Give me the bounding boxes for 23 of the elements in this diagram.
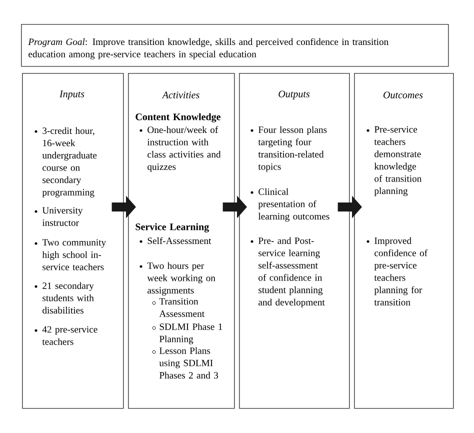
bullet-item: One-hour/week of instruction with class activities and quizzes [140,126,221,172]
bullet-item: Clinical presentation of learning outcomes [250,188,330,222]
bullet-item: Two hours per week working on assignments [140,262,216,296]
column-heading: Outputs [278,90,310,100]
bullet-item: Four lesson plans targeting four transition-related topics [250,126,327,172]
bullet-item: Improved confidence of pre-service teachers planning for transition [366,237,428,306]
bullet-item: Self-Assessment [140,237,212,244]
bullet-item: Pre- and Post-service learning self-assessment of confidence in student planning and development [250,237,325,308]
bullet-item: Pre-service teachers demonstrate knowledge of transition planning [366,126,422,196]
bullet-item: University instructor [34,207,83,226]
sub-bullet-item: SDLMI Phase 1 Planning [152,323,222,344]
section-heading: Content Knowledge [136,113,220,122]
column-heading: Activities [162,92,200,98]
section-heading: Service Learning [136,223,209,232]
sub-bullet-item: Transition Assessment [152,298,204,317]
bullet-item: 42 pre-service teachers [34,326,98,345]
sub-bullet-item: Lesson Plans using SDLMI Phases 2 and 3 [152,347,218,379]
bullet-item: 21 secondary students with disabilities [34,282,94,314]
column-heading: Inputs [59,90,84,100]
bullet-item: Two community high school in-service teachers [34,239,106,270]
goal-text: Program Goal: Improve transition knowledge, skills and perceived confidence in transition education among pre-service teachers in special education [28,38,388,60]
column-heading: Outcomes [384,92,423,98]
bullet-item: 3-credit hour, 16-week undergraduate course on secondary programming [34,127,97,198]
